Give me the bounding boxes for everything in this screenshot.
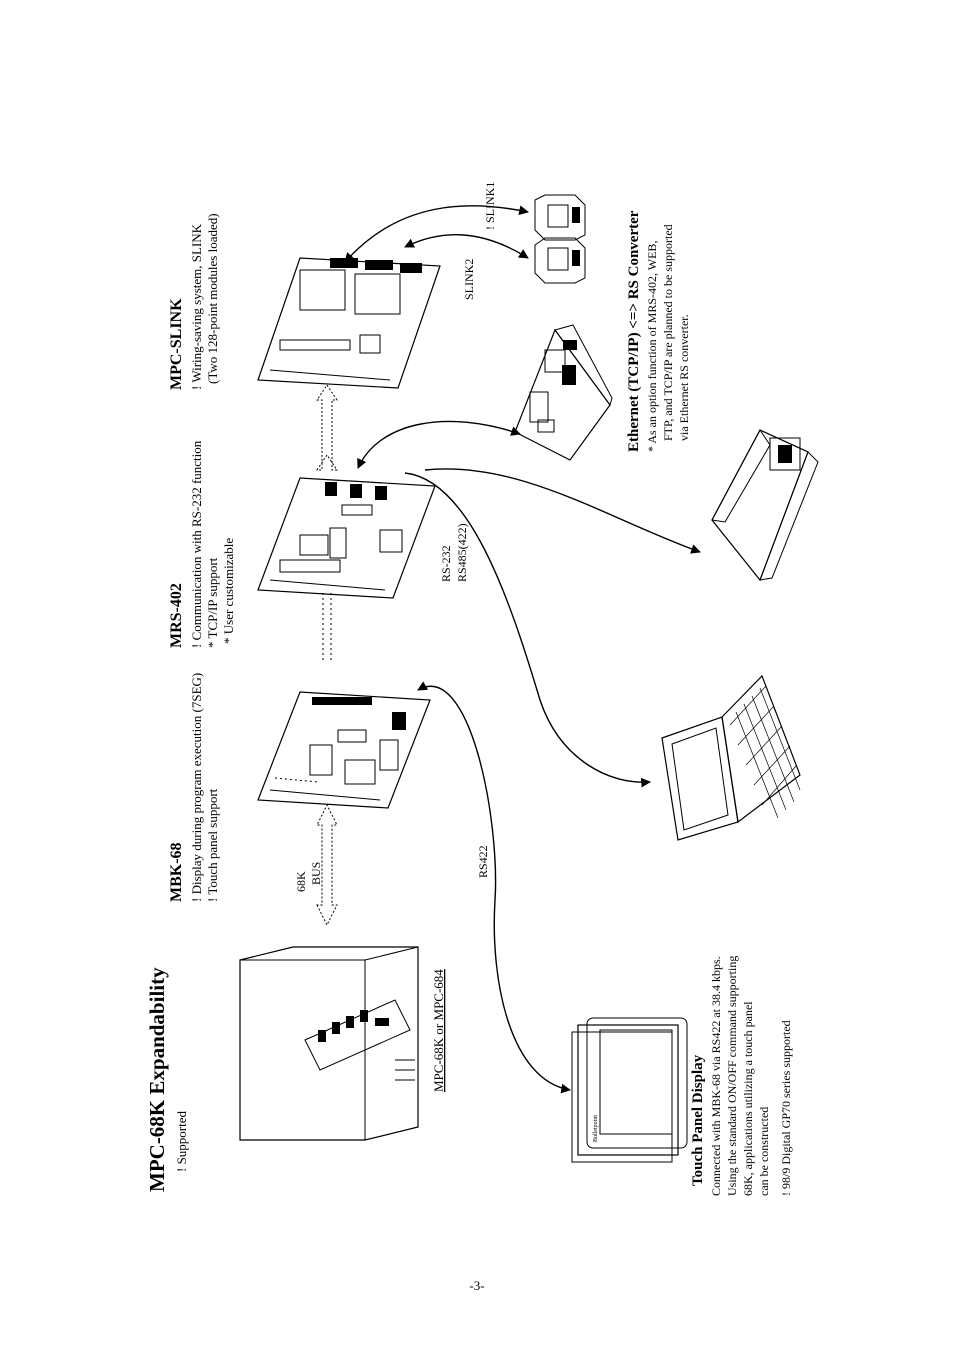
touch-panel-line3: 68K, applications utilizing a touch pane…	[741, 1001, 755, 1196]
rs232-label: RS-232	[439, 545, 453, 582]
mrs402-line3: * User customizable	[221, 538, 236, 644]
page-number: -3-	[469, 1278, 485, 1293]
touch-panel-brand: Bulletpoint	[593, 1115, 599, 1142]
laptop	[661, 674, 801, 841]
mpcslink-title: MPC-SLINK	[168, 298, 185, 390]
mpcslink-line2: (Two 128-point modules loaded)	[205, 213, 220, 384]
pc-monitor	[711, 429, 819, 582]
slink2-module	[534, 237, 586, 284]
rs485-label: RS485(422)	[455, 523, 469, 582]
ethernet-line1: * As an option function of MRS-402, WEB,	[645, 241, 659, 452]
slink2-label: SLINK2	[462, 259, 476, 300]
ethernet-title: Ethernet (TCP/IP) <=> RS Converter	[626, 210, 642, 452]
mrs402-board	[257, 477, 436, 599]
ethernet-converter	[514, 324, 613, 461]
cabinet-board-icon	[304, 999, 415, 1081]
slink1-module	[534, 194, 586, 241]
bus-label-bus: BUS	[309, 862, 323, 885]
ethernet-line2: FTP, and TCP/IP are planned to be suppor…	[661, 224, 675, 441]
main-note: ! Supported	[174, 1110, 189, 1172]
mpc-slink-board	[257, 257, 441, 389]
arrow-ethernet	[357, 420, 521, 469]
mrs402-title: MRS-402	[168, 583, 185, 648]
text-labels: MPC-68K Expandability ! Supported MPC-68…	[145, 182, 793, 1196]
mpc68k-cabinet	[239, 946, 419, 1141]
mrs402-line2: * TCP/IP support	[205, 557, 220, 648]
bus-arrow-lower	[316, 803, 338, 927]
main-title: MPC-68K Expandability	[145, 967, 169, 1192]
touch-panel-line5: ! 98/9 Digital GP70 series supported	[779, 1020, 793, 1196]
mbk68-line1: ! Display during program execution (7SEG…	[189, 673, 204, 902]
mrs402-line1: ! Communication with RS-232 function	[189, 440, 204, 648]
touch-panel-line2: Using the standard ON/OFF command suppor…	[725, 956, 739, 1196]
arrow-touch-panel	[417, 681, 571, 1094]
mbk68-title: MBK-68	[168, 842, 185, 902]
touch-panel-line1: Connected with MBK-68 via RS422 at 38.4 …	[709, 956, 723, 1196]
arrow-slink1	[344, 205, 529, 263]
arrow-laptop	[404, 472, 651, 788]
mpcslink-line1: ! Wiring-saving system, SLINK	[189, 223, 204, 390]
arrow-slink2	[404, 234, 529, 259]
touch-panel-line4: can be constructed	[757, 1107, 771, 1196]
laptop-keyboard	[729, 685, 801, 819]
arrow-pc-monitor	[424, 468, 701, 554]
ethernet-line3: via Ethernet RS converter.	[677, 314, 691, 441]
mbk68-board	[257, 691, 431, 809]
bus-label-68k: 68K	[294, 871, 308, 892]
bus-arrow-upper	[316, 384, 338, 471]
rs422-label: RS422	[476, 845, 490, 878]
connections	[344, 205, 701, 1094]
mbk68-line2: ! Touch panel support	[205, 788, 220, 902]
touch-panel-title: Touch Panel Display	[690, 1054, 706, 1186]
touch-panel-device: Bulletpoint	[571, 1017, 688, 1163]
mpc-box-label: MPC-68K or MPC-684	[431, 969, 446, 1092]
